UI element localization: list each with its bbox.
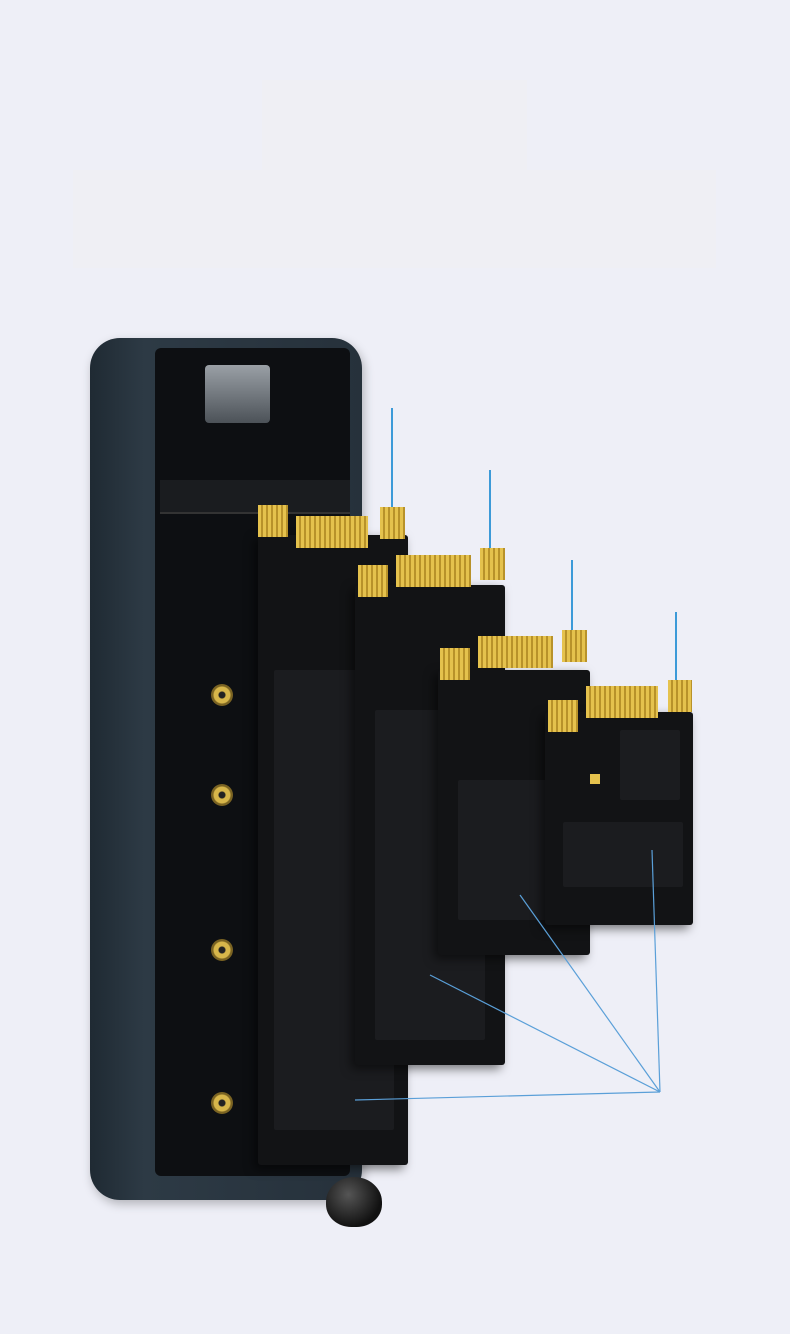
blank-heading-area [262, 80, 527, 170]
guide-line [354, 1091, 661, 1101]
mount-screw [211, 939, 233, 961]
led-component [590, 774, 600, 784]
blank-subheading-area [73, 170, 716, 268]
mount-screw [211, 784, 233, 806]
controller-chip [620, 730, 680, 800]
gold-connector [668, 680, 692, 712]
gold-connector [440, 648, 470, 680]
nand-chip [458, 780, 558, 920]
gold-connector [396, 555, 471, 587]
gold-connector [480, 548, 505, 580]
usb-c-port [205, 365, 270, 423]
leader-line [675, 612, 677, 680]
leader-line [489, 470, 491, 548]
leader-line [571, 560, 573, 632]
screw-cap [326, 1177, 382, 1227]
gold-connector [296, 516, 368, 548]
leader-line [391, 408, 393, 508]
mount-screw [211, 1092, 233, 1114]
gold-connector [586, 686, 658, 718]
guide-line [519, 894, 661, 1093]
guide-line [429, 974, 661, 1093]
mount-screw [211, 684, 233, 706]
m2-slot [160, 480, 350, 514]
m2-card-2230 [545, 712, 693, 925]
gold-connector [258, 505, 288, 537]
gold-connector [358, 565, 388, 597]
gold-connector [548, 700, 578, 732]
gold-connector [478, 636, 553, 668]
guide-line [651, 849, 661, 1093]
nand-chip [563, 822, 683, 887]
gold-connector [562, 630, 587, 662]
gold-connector [380, 507, 405, 539]
